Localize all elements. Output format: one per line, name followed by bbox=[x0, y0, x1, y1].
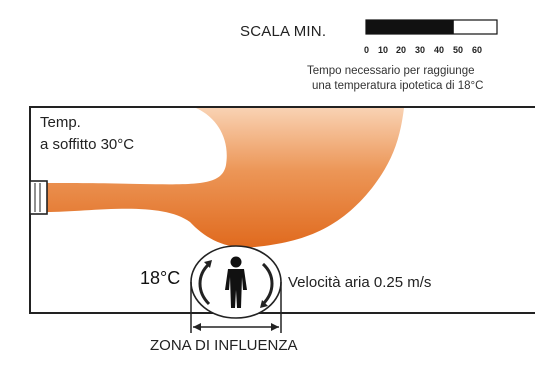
air-flow-arrow-left-tip bbox=[204, 260, 212, 268]
scale-tick-label: 60 bbox=[472, 45, 483, 55]
air-flow-arrow-right bbox=[261, 262, 274, 306]
scale-tick-label: 10 bbox=[378, 45, 389, 55]
scale-tick-label: 40 bbox=[434, 45, 445, 55]
scale-title: SCALA MIN. bbox=[240, 23, 327, 40]
air-flow-arrow-left bbox=[198, 262, 211, 306]
scale-note-line2: una temperatura ipotetica di 18°C bbox=[312, 80, 484, 92]
person-temp-label: 18°C bbox=[140, 268, 181, 288]
scale-tick-label: 50 bbox=[453, 45, 464, 55]
warm-air-plume bbox=[46, 108, 404, 248]
scale-tick-label: 20 bbox=[396, 45, 407, 55]
ceiling-temp-label: Temp. bbox=[40, 114, 81, 131]
scale-note-line1: Tempo necessario per raggiunge bbox=[307, 65, 475, 77]
scale-tick-label: 0 bbox=[364, 45, 370, 55]
air-speed-label: Velocità aria 0.25 m/s bbox=[288, 274, 432, 291]
air-flow-arrow-right-tip bbox=[260, 300, 268, 308]
scale-tick-label: 30 bbox=[415, 45, 426, 55]
scale-bar-fill bbox=[366, 20, 454, 34]
person-icon bbox=[225, 256, 247, 308]
ceiling-temp-value: a soffitto 30°C bbox=[40, 136, 135, 153]
zone-dimension-arrow-left bbox=[193, 323, 201, 331]
zone-dimension-arrow-right bbox=[271, 323, 279, 331]
influence-zone-label: ZONA DI INFLUENZA bbox=[150, 337, 298, 354]
air-diffuser bbox=[29, 180, 48, 215]
